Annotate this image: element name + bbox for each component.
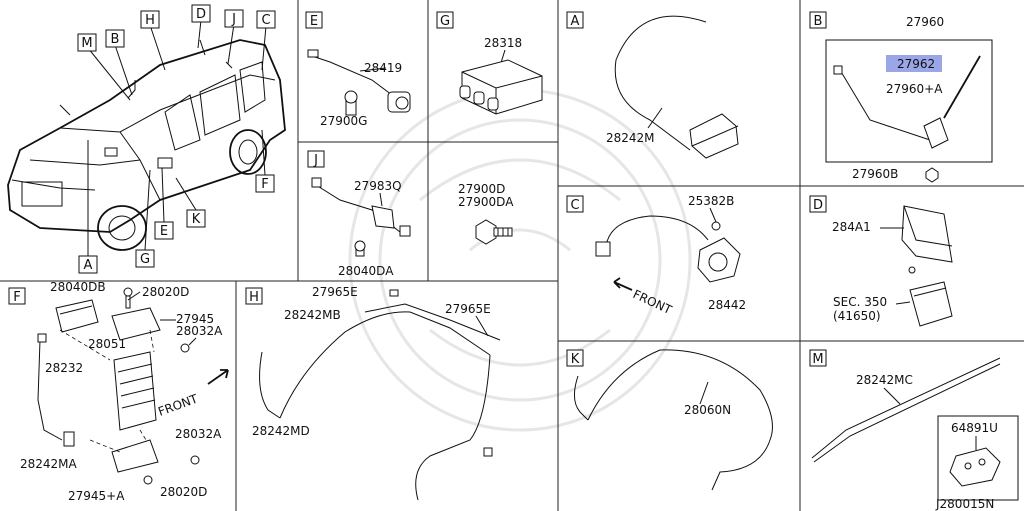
section-b: B 27960 27962 27960+A 27960B [809, 11, 993, 183]
section-f-title: F [13, 290, 20, 305]
callout-g: G [140, 252, 150, 267]
callout-h: H [145, 13, 155, 28]
part-28040db: 28040DB [50, 280, 106, 294]
section-c-title: C [570, 198, 579, 213]
callout-a: A [84, 258, 93, 273]
part-28242mc: 28242MC [856, 373, 913, 387]
part-28242md: 28242MD [252, 424, 310, 438]
part-27960b: 27960B [852, 167, 898, 181]
part-64891u: 64891U [951, 421, 998, 435]
diagram-code: J280015N [935, 497, 994, 511]
part-27962: 27962 [897, 57, 935, 71]
callout-j: J [231, 12, 236, 27]
section-f: F 28040DB 28020D 27945 28032A 28051 2823… [8, 280, 229, 503]
section-g: G 28318 [436, 11, 543, 115]
part-28032a-top: 28032A [176, 324, 223, 338]
section-m-title: M [812, 352, 823, 367]
part-sec350: SEC. 350 [833, 295, 887, 309]
section-m: M 28242MC 64891U [809, 349, 1019, 501]
part-28242m: 28242M [606, 131, 655, 145]
section-j-title: J [313, 153, 318, 168]
part-28020d-top: 28020D [142, 285, 189, 299]
section-e-title: E [310, 14, 318, 29]
callout-m: M [81, 36, 92, 51]
part-27965e-right: 27965E [445, 302, 491, 316]
section-h: H 27965E 28242MB 27965E 28242MD [245, 285, 501, 501]
vehicle-illustration [7, 39, 286, 251]
part-28442: 28442 [708, 298, 746, 312]
callout-leaders [87, 19, 267, 256]
section-a-title: A [571, 14, 580, 29]
section-a: A 28242M [566, 11, 739, 159]
part-27960-a: 27960+A [886, 82, 943, 96]
part-41650: (41650) [833, 309, 881, 323]
part-27945: 27945 [176, 312, 214, 326]
section-k-title: K [571, 352, 580, 367]
section-h-title: H [249, 290, 259, 305]
callout-boxes: M B H D J C F K E G A [77, 4, 276, 274]
part-28032a-bottom: 28032A [175, 427, 222, 441]
section-b-title: B [814, 14, 823, 29]
part-284a1: 284A1 [832, 220, 871, 234]
callout-d: D [196, 7, 206, 22]
part-28040da: 28040DA [338, 264, 394, 278]
part-27900d: 27900D [458, 182, 505, 196]
section-g-title: G [440, 14, 450, 29]
section-j: J 27983Q 28040DA [307, 150, 411, 278]
highlight-27962 [886, 55, 942, 72]
part-27983q: 27983Q [354, 179, 402, 193]
section-e: E 28419 27900G [305, 11, 411, 128]
section-c: C 25382B 28442 FRONT [566, 194, 746, 317]
section-d: D 284A1 SEC. 350 (41650) [809, 195, 953, 327]
section-fastener: 27900D 27900DA [458, 182, 514, 245]
part-27945-a: 27945+A [68, 489, 125, 503]
callout-k: K [192, 212, 201, 227]
front-label-c: FRONT [631, 287, 675, 317]
part-28020d-bottom: 28020D [160, 485, 207, 499]
section-d-title: D [813, 198, 823, 213]
part-27900da: 27900DA [458, 195, 514, 209]
callout-b: B [111, 32, 120, 47]
part-28318: 28318 [484, 36, 522, 50]
callout-e: E [160, 224, 168, 239]
part-27900g: 27900G [320, 114, 367, 128]
part-25382b: 25382B [688, 194, 734, 208]
callout-c: C [261, 13, 270, 28]
front-label-f: FRONT [156, 391, 200, 418]
part-28242mb: 28242MB [284, 308, 341, 322]
part-28419: 28419 [364, 61, 402, 75]
section-k: K 28060N [566, 349, 773, 491]
part-28051: 28051 [88, 337, 126, 351]
part-27965e-top: 27965E [312, 285, 358, 299]
part-28232: 28232 [45, 361, 83, 375]
part-27960: 27960 [906, 15, 944, 29]
part-28060n: 28060N [684, 403, 731, 417]
callout-f: F [261, 177, 268, 192]
part-28242ma: 28242MA [20, 457, 78, 471]
